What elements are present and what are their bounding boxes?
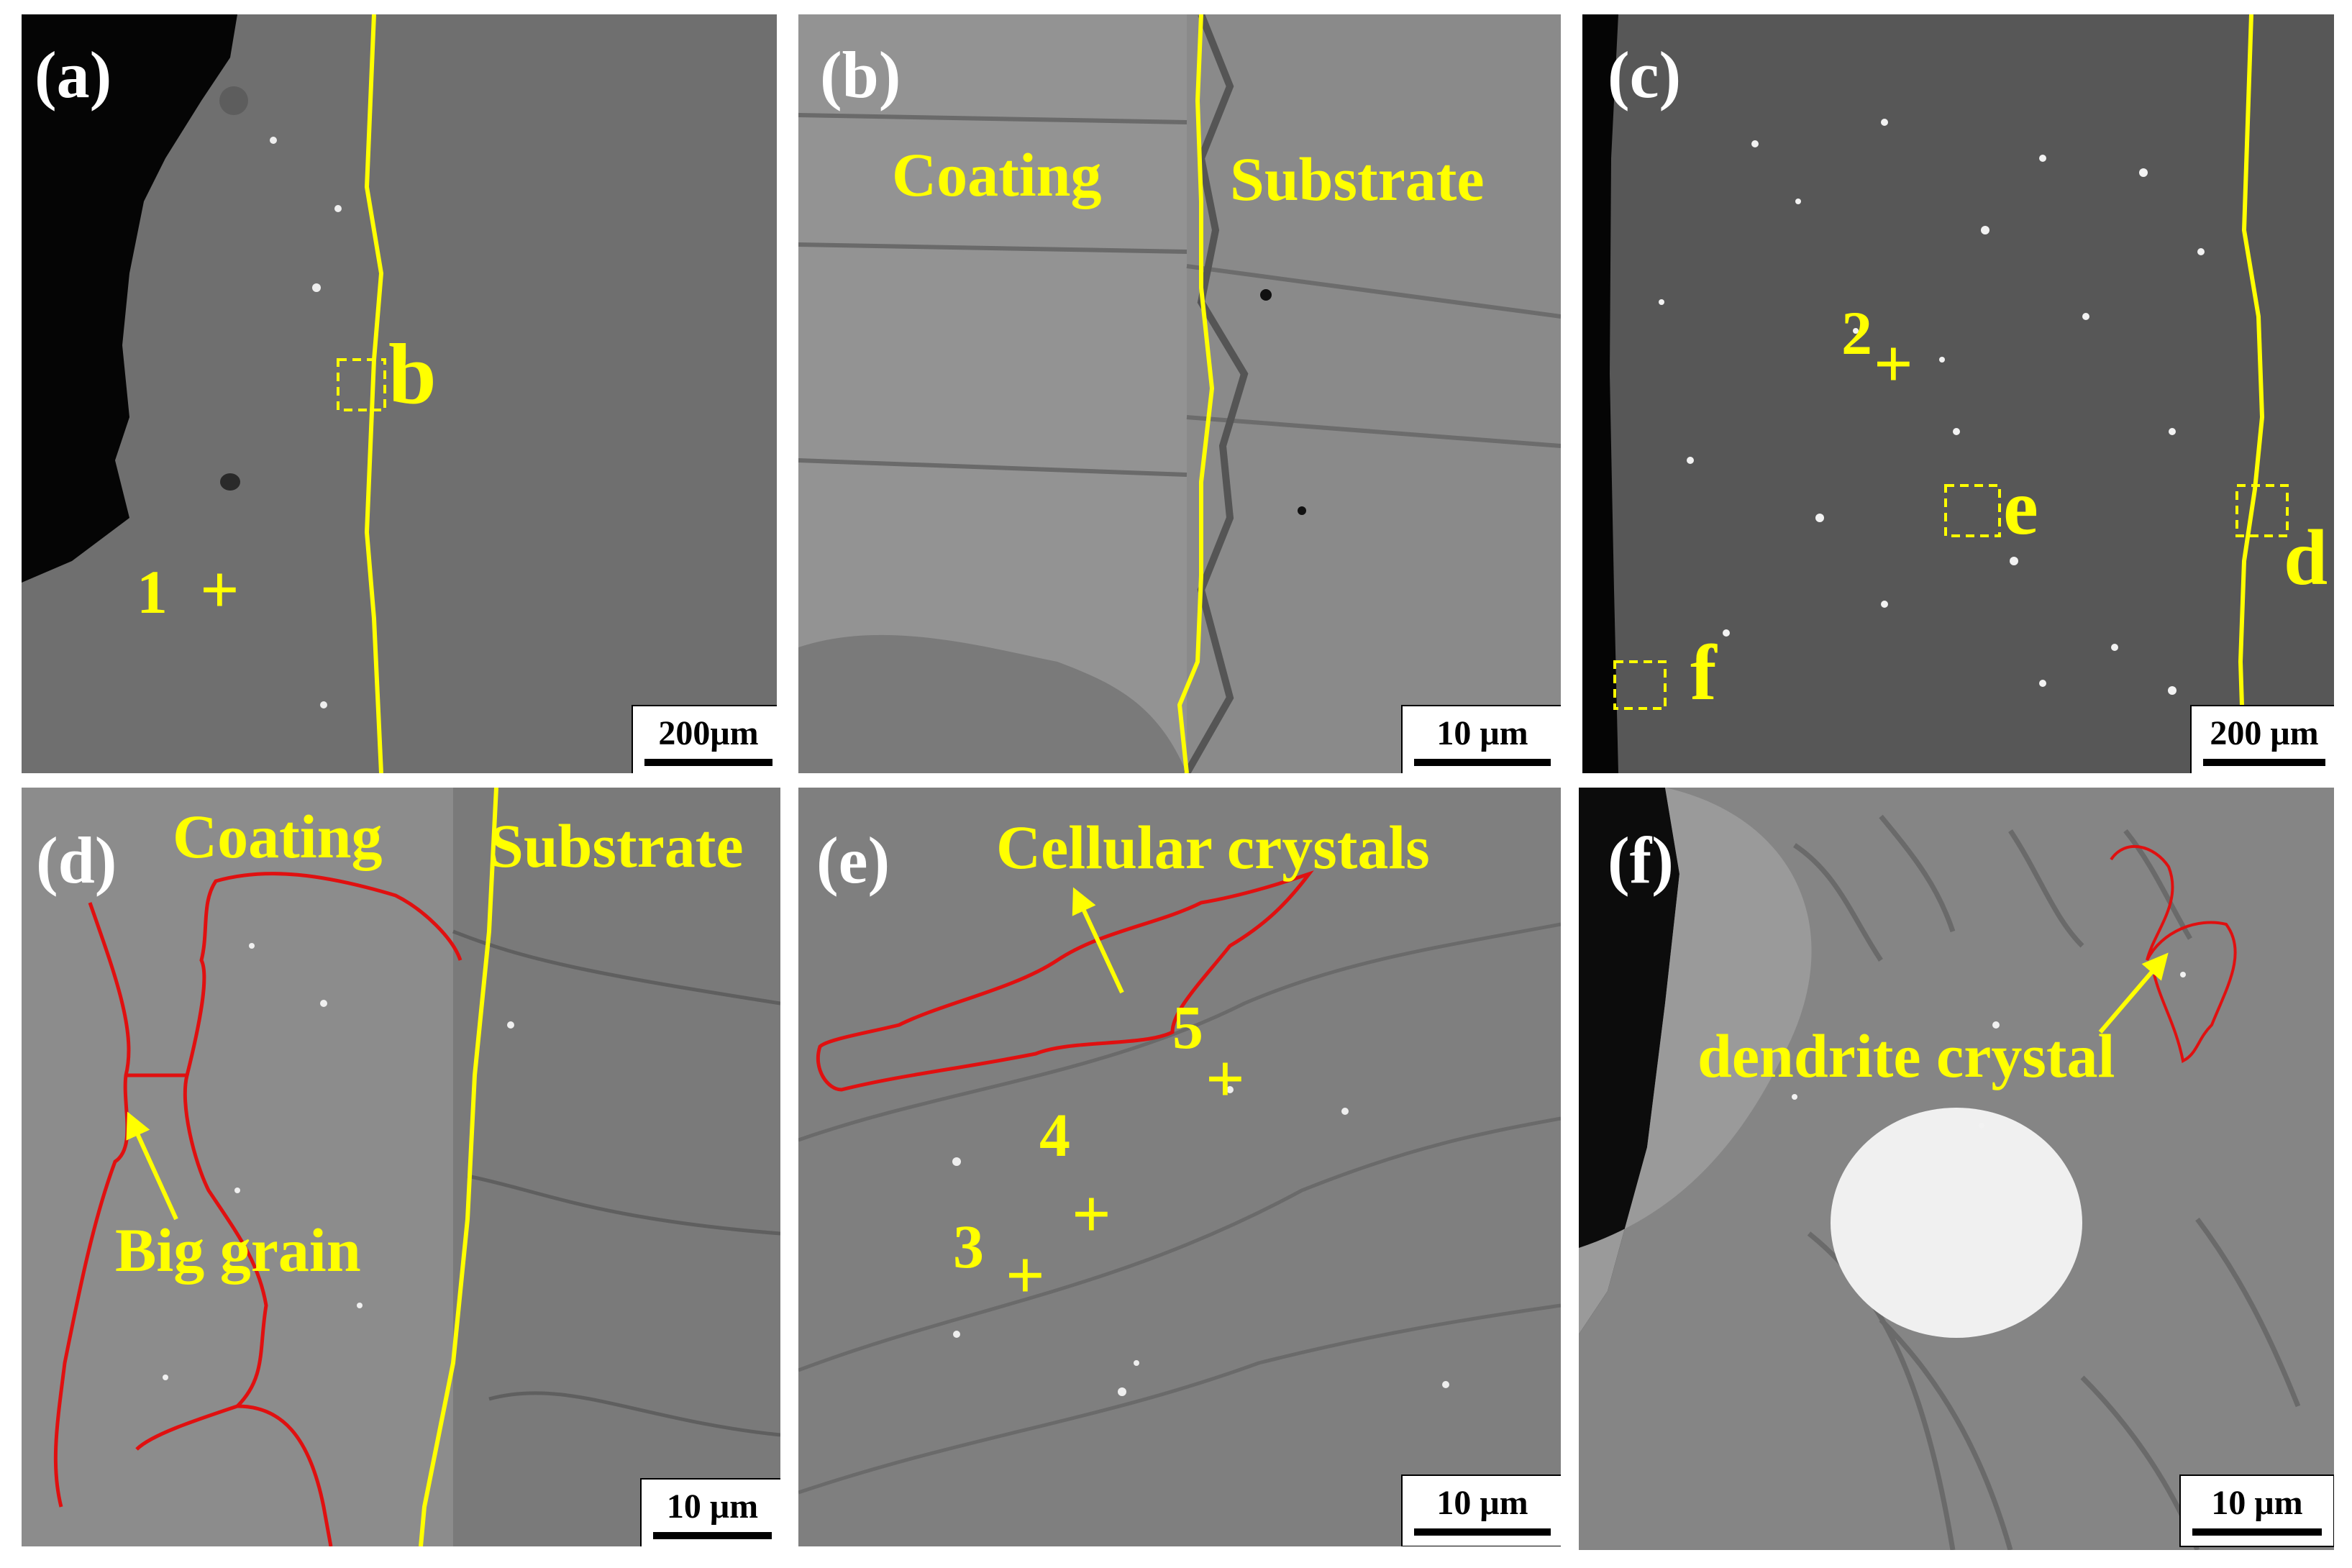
box-label-d: d xyxy=(2284,514,2328,601)
scale-bar-c: 200 μm xyxy=(2190,705,2334,773)
scale-bar-label-d: 10 μm xyxy=(666,1487,759,1526)
box-label-f: f xyxy=(1690,629,1717,716)
panel-d: (d) Coating Substrate Big grain 10 μm xyxy=(22,788,780,1546)
point-marker-5: + xyxy=(1205,1040,1245,1117)
sem-image-f xyxy=(1579,788,2334,1550)
panel-label-d: (d) xyxy=(36,824,117,897)
sem-image-b xyxy=(798,14,1561,773)
point-marker-2: + xyxy=(1874,325,1913,402)
point-label-2: 2 xyxy=(1841,298,1872,368)
region-label-substrate-b: Substrate xyxy=(1230,145,1485,214)
sem-image-c xyxy=(1582,14,2334,773)
scale-bar-label-f: 10 μm xyxy=(2211,1484,2303,1522)
panel-f: (f) dendrite crystal 10 μm xyxy=(1579,788,2334,1550)
callout-label-cellular-crystals: Cellular crystals xyxy=(996,813,1430,882)
scale-bar-label-a: 200μm xyxy=(658,714,759,752)
region-label-substrate-d: Substrate xyxy=(489,811,744,880)
box-label-e: e xyxy=(2003,463,2038,551)
panel-e: (e) Cellular crystals 5 + 4 + 3 + 10 μm xyxy=(798,788,1561,1546)
panel-c: (c) 2 + e d f 200 μm xyxy=(1582,14,2334,773)
sem-image-a xyxy=(22,14,777,773)
scale-bar-b: 10 μm xyxy=(1401,705,1561,773)
point-marker-4: + xyxy=(1072,1175,1111,1252)
point-label-1: 1 xyxy=(137,557,168,626)
panel-a: (a) b 1 + 200μm xyxy=(22,14,777,773)
panel-label-f: (f) xyxy=(1608,824,1674,897)
scale-bar-label-b: 10 μm xyxy=(1436,714,1528,752)
callout-label-big-grain: Big grain xyxy=(115,1216,361,1285)
panel-label-c: (c) xyxy=(1608,38,1682,111)
panel-label-a: (a) xyxy=(35,38,112,111)
sem-image-e xyxy=(798,788,1561,1546)
panel-label-e: (e) xyxy=(816,824,890,897)
scale-bar-e: 10 μm xyxy=(1401,1474,1561,1546)
point-label-5: 5 xyxy=(1172,993,1203,1062)
panel-label-b: (b) xyxy=(820,38,901,111)
scale-bar-label-c: 200 μm xyxy=(2210,714,2319,752)
region-label-coating-d: Coating xyxy=(173,802,383,871)
panel-b: (b) Coating Substrate 10 μm xyxy=(798,14,1561,773)
sem-image-d xyxy=(22,788,780,1546)
callout-label-dendrite-crystal: dendrite crystal xyxy=(1697,1021,2115,1090)
scale-bar-d: 10 μm xyxy=(640,1478,780,1546)
scale-bar-a: 200μm xyxy=(632,705,777,773)
scale-bar-f: 10 μm xyxy=(2179,1474,2334,1547)
point-label-4: 4 xyxy=(1039,1100,1070,1170)
scale-bar-label-e: 10 μm xyxy=(1436,1484,1528,1522)
point-marker-3: + xyxy=(1006,1236,1045,1313)
point-label-3: 3 xyxy=(953,1212,984,1281)
box-label-b: b xyxy=(388,326,437,421)
region-label-coating-b: Coating xyxy=(892,140,1102,209)
point-marker-1: + xyxy=(200,551,240,628)
